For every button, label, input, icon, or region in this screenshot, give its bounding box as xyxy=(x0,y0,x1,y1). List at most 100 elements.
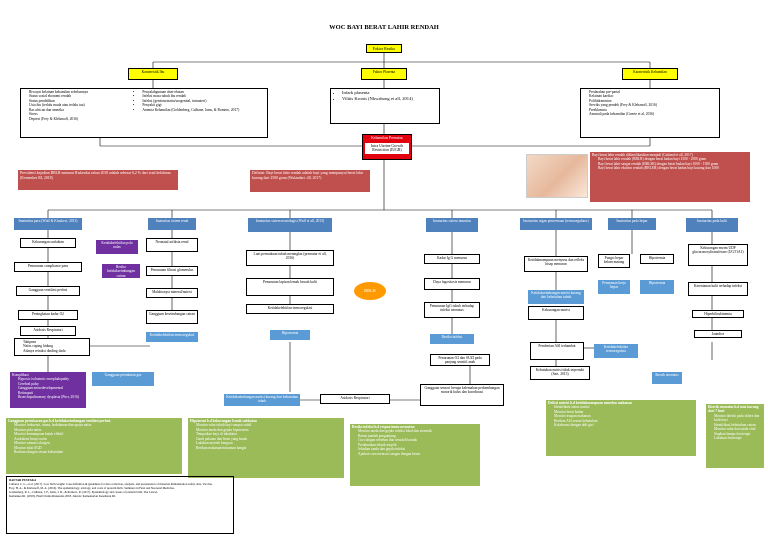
intervention-item: Lakukan fototerapi xyxy=(714,436,762,440)
complication-item: Gangguan neurodevelopmental xyxy=(18,386,84,390)
paru-symptom-item: Adanya retraksi dinding dada xyxy=(23,349,87,353)
reference-item: Frey, H. A., & Klebanoff, M. A. (2016). … xyxy=(9,485,175,490)
intervention-item: Monitor ikterik pada sklera dan kulit ba… xyxy=(714,414,762,423)
factor-kehamilan-heading: Karateristik Kehamilan xyxy=(622,68,678,80)
factor-ibu-item: Ras african dan amerika xyxy=(29,108,132,112)
intervention-item: Kolaborasi dengan ahli gizi xyxy=(554,423,694,427)
ginjal-step-3: Malabsorpsi mineral/nutrisi xyxy=(146,288,198,298)
factor-ibu-item: Anemia Kehamilan (Goldenberg, Culhane, I… xyxy=(142,108,265,112)
intervention-box-1: Gangguan pertukaran gas b.d ketidakseimb… xyxy=(6,418,182,474)
classification-note: Bayi berat lahir rendah diklasifikasikan… xyxy=(590,152,750,202)
intervention-box-5: Ikterik neonatus b.d usia kurang dari 7 … xyxy=(706,404,764,468)
hepar-step-2: Hipotermia xyxy=(640,254,674,264)
classification-heading: Bayi berat lahir rendah diklasifikasikan… xyxy=(592,153,693,157)
dx-infeksi: Resiko infeksi xyxy=(430,334,474,344)
bblr-center-label: BBLR xyxy=(354,282,386,300)
reference-item: Goldenberg, R. L., Culhane, J. F., Iams,… xyxy=(9,489,158,494)
iugr-node: Kehamilan Prematur Intra Uterine Growth … xyxy=(362,134,412,160)
factor-ibu-item: Depresi (Frey & Klebanoff, 2016) xyxy=(29,117,132,121)
intervention-1-heading: Gangguan pertukaran gas b.d ketidakseimb… xyxy=(8,419,111,423)
factor-kehamilan-item: Anomali pada kehamilan (Goerte et al, 20… xyxy=(589,112,717,116)
factor-plasenta-item: Infark plasenta xyxy=(342,90,437,96)
intervention-item: Identifikasi status nutrisi xyxy=(554,405,694,409)
factor-kehamilan-list: Perdarahan pre-partalKelainan kardiacPol… xyxy=(580,88,720,138)
complication-item: Hypoxic ischaemic encephalopathy xyxy=(18,377,84,381)
classification-item: Bayi berat lahir sangat rendah (BBLSR) d… xyxy=(598,162,748,166)
intervention-item: Ajarkan cara mencuci tangan dengan benar xyxy=(358,452,478,456)
intervention-item: Identifikasi kebutuhan cairan xyxy=(714,423,762,427)
cerna-step-3: Pemberian ASI terhambat xyxy=(530,342,584,360)
factor-ibu-item: Penyakit gigi xyxy=(142,103,265,107)
dx-kekurangan-nutrisi: Ketidakseimbangan nutrisi kurang dari ke… xyxy=(224,394,300,406)
intervention-box-4: Defisit nutrisi b.d ketidakmampuan menel… xyxy=(546,400,696,456)
definition-note: Definisi: Bayi berat lahir rendah adalah… xyxy=(250,170,370,192)
imun-step-2: Daya fagositosis menurun xyxy=(424,278,480,290)
iugr-line2: Intra Uterine Growth Restriction (IUGR) xyxy=(365,142,409,155)
intervention-4-heading: Defisit nutrisi b.d ketidakmampuan menel… xyxy=(548,401,633,405)
intervention-item: Berikan makanan/minuman hangat xyxy=(196,446,342,450)
factor-ibu-item: Stress xyxy=(29,112,132,116)
factor-ibu-item: Infeksi masa tubuh ibu rendah xyxy=(142,94,265,98)
cerna-step-2: Kekurangan nutrisi xyxy=(528,306,584,320)
saraf-step-1: Luas permukaan tubuh meningkat (prematur… xyxy=(246,250,334,266)
factor-plasenta-list: Infark plasentaVilitis Kronis (Nkwabong … xyxy=(330,88,440,124)
intervention-3-heading: Resiko infeksi b.d respon imun menurun xyxy=(352,425,415,429)
intervention-item: Siapkan lampu fototerapi xyxy=(714,432,762,436)
ginjal-step-2: Penurunan filtrasi glomerulus xyxy=(146,266,198,276)
reference-item: Kemenkes RI. (2018). Hasil Utama Riskesd… xyxy=(9,493,116,498)
intervention-item: Jelaskan tanda dan gejala infeksi xyxy=(358,447,478,451)
dx-pola-napas: Ketidakefektifan pola nafas xyxy=(96,240,138,254)
intervention-item: Berikan oksigen sesuai kebutuhan xyxy=(14,450,180,454)
complications-box: Komplikasi Hypoxic ischaemic encephalopa… xyxy=(10,372,86,408)
saraf-step-3: Ketidakefektifan termoregulasi xyxy=(246,304,334,314)
dx-hepar: Penurunan kerja hepar xyxy=(598,280,630,294)
system-cerna: Imaturitas organ pencernaan (termoregula… xyxy=(520,218,592,230)
intervention-item: Monitor suhu dan tanda vital xyxy=(714,427,762,431)
intervention-item: Tempatkan bayi di inkubator xyxy=(196,432,342,436)
factor-ibu-item: Status sosial ekonomi rendah xyxy=(29,94,132,98)
factor-kehamilan-item: Preeklamsia xyxy=(589,108,717,112)
factor-kehamilan-item: Polihidramnion xyxy=(589,99,717,103)
intervention-item: Monitor tanda dan gejala hipotermia xyxy=(196,428,342,432)
intervention-2-heading: Hipotermi b.d kekurangan lemak subkutan xyxy=(190,419,257,423)
factor-ibu-heading: Karateristik Ibu xyxy=(128,68,178,80)
intervention-item: Batasi jumlah pengunjung xyxy=(358,434,478,438)
intervention-item: Monitor pola nafas xyxy=(14,428,180,432)
page-title: WOC BAYI BERAT LAHIR RENDAH xyxy=(329,24,439,31)
paru-step-2: Penurunan compliance paru xyxy=(14,262,82,272)
classification-item: Bayi berat lahir rendah (BBLR) dengan be… xyxy=(598,157,748,161)
system-kulit: Imaturitas pada kulit xyxy=(686,218,738,232)
prevalence-note: Prevalensi kejadian BBLR menurut Riskesd… xyxy=(18,170,178,190)
reference-item: Cutland, C. L., et al. (2017). Low birth… xyxy=(9,481,213,486)
ginjal-step-4: Gangguan keseimbangan cairan xyxy=(146,310,198,324)
system-ginjal: Imaturitas sistem renal xyxy=(148,218,196,230)
intervention-item: Monitor berat badan xyxy=(554,410,694,414)
intervention-item: Lakukan metode kanguru xyxy=(196,441,342,445)
root-risk-factor: Faktor Resiko xyxy=(366,44,402,53)
ginjal-step-1: Neonatal asfiksia renal xyxy=(146,238,198,252)
system-paru: Imaturitas paru (Wulf & Klaukeci, 2013) xyxy=(14,218,82,230)
intervention-item: Auskultasi bunyi nafas xyxy=(14,437,180,441)
intervention-item: Cuci tangan sebelum dan sesudah kontak xyxy=(358,438,478,442)
imun-step-3: Penurunan IgG tubuh terhadap infeksi neo… xyxy=(424,302,480,318)
iugr-line1: Kehamilan Prematur xyxy=(371,136,403,140)
dx-nutrisi: Ketidakseimbangan nutrisi kurang dari ke… xyxy=(528,290,584,304)
complication-item: Retinopati xyxy=(18,391,84,395)
factor-plasenta-item: Vilitis Kronis (Nkwabong et all, 2014) xyxy=(342,96,437,102)
intervention-item: Monitor kemampuan batuk efektif xyxy=(14,432,180,436)
kulit-step-2: Kerentanan kulit terhadap infeksi xyxy=(688,282,748,296)
dx-hepar-hipotermi: Hipotermia xyxy=(640,280,674,294)
cerna-step-1: Ketidakmampuan menyusu dan refleks hisap… xyxy=(524,256,588,272)
intervention-item: Berikan ASI sesuai kebutuhan xyxy=(554,419,694,423)
references-heading: DAFTAR PUSTAKA xyxy=(9,478,37,482)
paru-step-4: Peningkatan kadar O2 xyxy=(18,310,78,320)
intervention-item: Monitor suhu tubuh bayi sampai stabil xyxy=(196,423,342,427)
factor-plasenta-heading: Faktor Plasenta xyxy=(361,68,407,80)
node-mengantuk: Asidosis Respiratori xyxy=(320,394,390,404)
factor-ibu-list: Riwayat kelainan kehamilan sebelumnyaSta… xyxy=(20,88,268,138)
system-imun: Imaturitas sistem imunitas xyxy=(426,218,478,232)
kulit-step-4: Jaundice xyxy=(694,330,742,338)
classification-item: Bayi berat lahir ekstrim rendah (BBLER) … xyxy=(598,166,748,170)
node-gangguan-neuro: Gangguan sensori berupa kelemahan perkem… xyxy=(420,384,504,406)
factor-ibu-item: Usia ibu (terlalu muda atau terlalu tua) xyxy=(29,103,132,107)
